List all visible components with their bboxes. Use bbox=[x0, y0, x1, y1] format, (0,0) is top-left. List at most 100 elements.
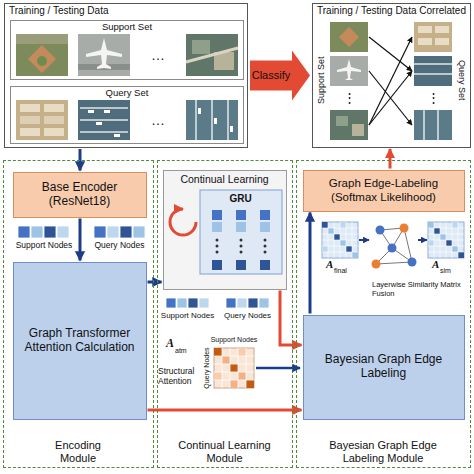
query-image bbox=[104, 110, 110, 113]
gru-cell bbox=[264, 239, 267, 242]
support-image bbox=[16, 34, 68, 76]
node-vector bbox=[237, 298, 247, 308]
gru-cell bbox=[240, 245, 243, 248]
gru-cell bbox=[216, 251, 219, 254]
query-image bbox=[44, 128, 64, 136]
text-run: sim bbox=[440, 267, 451, 274]
node-text: Support Set bbox=[316, 56, 326, 105]
support-image bbox=[214, 52, 234, 70]
similarity-matrix bbox=[322, 222, 358, 258]
query-image bbox=[44, 104, 64, 112]
query-image bbox=[214, 118, 217, 124]
similarity-matrix bbox=[322, 222, 328, 228]
query-image bbox=[78, 100, 130, 140]
correlation-arrow bbox=[369, 71, 412, 125]
encoder-box: Base Encoder (ResNet18) bbox=[13, 172, 147, 218]
similarity-matrix bbox=[440, 234, 446, 240]
text-run: Training / Testing Data Correlated bbox=[317, 5, 466, 16]
text-run: Support Nodes bbox=[16, 240, 73, 250]
text-run: … bbox=[151, 47, 165, 63]
support-thumbnail bbox=[330, 56, 368, 86]
gru-cell bbox=[212, 222, 222, 232]
module-region: Encoding ModuleBase Encoder (ResNet18)Gr… bbox=[3, 160, 154, 468]
text-run: A bbox=[166, 336, 174, 350]
support-thumbnail bbox=[330, 56, 368, 86]
similarity-matrix bbox=[428, 222, 464, 258]
graph-figure bbox=[388, 244, 397, 253]
node-vector bbox=[31, 226, 43, 238]
support-image bbox=[186, 48, 238, 62]
text-run: Base Encoder (ResNet18) bbox=[21, 181, 139, 209]
text-run: GRU bbox=[229, 193, 251, 204]
text-run: final bbox=[334, 267, 347, 274]
flow-arrow bbox=[280, 291, 302, 346]
gru-cell bbox=[240, 239, 243, 242]
text-run: A bbox=[432, 258, 439, 270]
query-thumbnail bbox=[414, 22, 452, 52]
attention-matrix bbox=[214, 348, 222, 356]
attention-matrix bbox=[214, 348, 254, 388]
annotation: ⋮ bbox=[342, 91, 356, 106]
text-run: Bayesian Graph Edge Labeling bbox=[311, 353, 457, 381]
query-image bbox=[198, 108, 201, 114]
query-thumbnail bbox=[424, 110, 438, 140]
attention-matrix bbox=[222, 356, 230, 364]
text-run: ⋮ bbox=[427, 90, 440, 105]
attention-matrix bbox=[214, 372, 222, 380]
support-image bbox=[186, 34, 238, 76]
node-vector bbox=[188, 298, 198, 308]
flow-arrow bbox=[79, 219, 82, 261]
fusion-arrow bbox=[418, 239, 427, 241]
similarity-matrix bbox=[428, 222, 434, 228]
annotation: … bbox=[151, 47, 166, 63]
graph-figure bbox=[408, 258, 417, 267]
support-thumbnail bbox=[337, 59, 361, 80]
data-panel: Training / Testing DataSupport SetQuery … bbox=[4, 3, 248, 148]
graph-figure bbox=[376, 226, 385, 235]
annotation: A bbox=[166, 337, 176, 351]
node-text: Bayesian Graph Edge Labeling Module bbox=[318, 439, 449, 464]
gru-cell bbox=[264, 251, 267, 254]
correlation-arrow bbox=[369, 37, 412, 125]
support-thumbnail bbox=[336, 116, 348, 126]
support-thumbnail bbox=[330, 110, 368, 140]
attention-matrix bbox=[246, 380, 254, 388]
flow-arrow bbox=[148, 281, 162, 284]
graph-figure bbox=[372, 260, 381, 269]
support-image bbox=[16, 34, 68, 44]
query-image bbox=[20, 104, 40, 112]
recurrence-arrow bbox=[170, 209, 196, 235]
graph-figure bbox=[376, 228, 412, 264]
support-image bbox=[16, 34, 68, 76]
text-run: Continual Learning Module bbox=[178, 439, 270, 464]
text-run: Query Nodes bbox=[94, 240, 144, 250]
node-vector bbox=[133, 226, 145, 238]
text-run: Support Set bbox=[102, 21, 152, 32]
annotation: Query Nodes bbox=[94, 241, 146, 251]
query-image bbox=[186, 100, 238, 140]
support-image bbox=[192, 40, 210, 54]
node-text: Training / Testing Data bbox=[9, 5, 110, 17]
text-run: … bbox=[151, 112, 165, 128]
similarity-matrix bbox=[428, 222, 464, 258]
query-image bbox=[78, 100, 130, 140]
text-run: A bbox=[326, 258, 333, 270]
query-thumbnail bbox=[414, 56, 452, 86]
annotation: Structural Attention bbox=[158, 367, 201, 387]
attention-matrix bbox=[214, 348, 254, 388]
support-image bbox=[28, 45, 56, 73]
node-text: Graph Transformer Attention Calculation bbox=[14, 263, 146, 419]
text-run: Training / Testing Data bbox=[9, 5, 109, 16]
annotation: final bbox=[334, 267, 348, 275]
correlation-arrow bbox=[369, 37, 412, 125]
query-image bbox=[20, 116, 40, 124]
support-thumbnail bbox=[330, 22, 368, 52]
annotation: A bbox=[432, 258, 441, 271]
attention-matrix bbox=[230, 380, 238, 388]
flow-arrow bbox=[309, 213, 312, 314]
gru-cell bbox=[264, 245, 267, 248]
annotation: A bbox=[326, 258, 335, 271]
similarity-matrix bbox=[340, 222, 346, 228]
node-vector bbox=[18, 226, 30, 238]
